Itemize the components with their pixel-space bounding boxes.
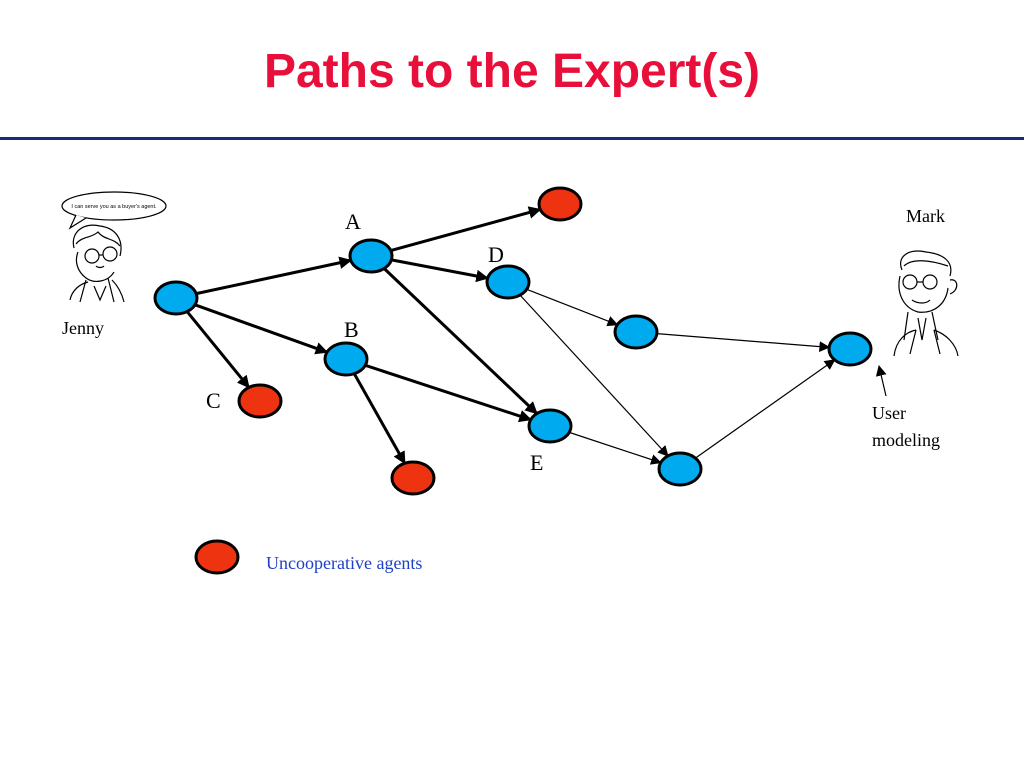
edge-A-to-top-red: [390, 206, 542, 253]
jenny-name: Jenny: [62, 318, 104, 338]
title-divider: [0, 137, 1024, 140]
user-modeling-line2: modeling: [872, 430, 940, 450]
mark-icon: [893, 250, 959, 357]
jenny-icon: [69, 224, 125, 303]
edge-E-to-low: [569, 431, 662, 465]
legend: Uncooperative agents: [194, 539, 422, 575]
node-mark-node-cooperative: [827, 331, 873, 367]
node-label-a: A: [345, 209, 361, 234]
mark-figure: Mark: [893, 206, 959, 357]
node-low-cooperative: [657, 451, 703, 487]
edge-A-to-E: [383, 267, 538, 415]
edge-D-to-mid: [526, 288, 619, 327]
user-modeling-line1: User: [872, 403, 906, 423]
edge-start-to-C: [185, 310, 251, 389]
jenny-speech-bubble: I can serve you as a buyer's agent.: [61, 191, 167, 230]
node-start-cooperative: [153, 280, 199, 316]
node-e-cooperative: [527, 408, 573, 444]
mark-name: Mark: [906, 206, 945, 226]
edge-low-to-mark-node: [695, 359, 836, 459]
user-modeling-arrow: [875, 364, 887, 397]
node-mid-cooperative: [613, 314, 659, 350]
node-c-uncooperative: [237, 383, 283, 419]
node-label-b: B: [344, 317, 359, 342]
node-top-red-uncooperative: [537, 186, 583, 222]
edge-B-to-bottom-red: [352, 372, 407, 465]
jenny-figure: I can serve you as a buyer's agent. Jenn…: [61, 191, 167, 338]
edge-start-to-B: [194, 303, 329, 355]
edge-start-to-A: [195, 256, 353, 296]
node-bottom-red-uncooperative: [390, 460, 436, 496]
node-label-e: E: [530, 450, 543, 475]
node-d-cooperative: [485, 264, 531, 300]
edge-A-to-D: [391, 258, 489, 283]
edge-D-to-low: [519, 294, 669, 457]
legend-swatch-uncooperative: [194, 539, 240, 575]
edge-mid-to-mark-node: [656, 333, 831, 352]
jenny-speech-text: I can serve you as a buyer's agent.: [71, 204, 157, 210]
legend-label: Uncooperative agents: [266, 553, 422, 573]
slide-title: Paths to the Expert(s): [263, 45, 761, 98]
user-modeling-annotation: User modeling: [872, 364, 940, 450]
node-label-d: D: [488, 242, 504, 267]
node-b-cooperative: [323, 341, 369, 377]
edge-B-to-E: [364, 363, 532, 423]
node-a-cooperative: [348, 238, 394, 274]
node-label-c: C: [206, 388, 221, 413]
